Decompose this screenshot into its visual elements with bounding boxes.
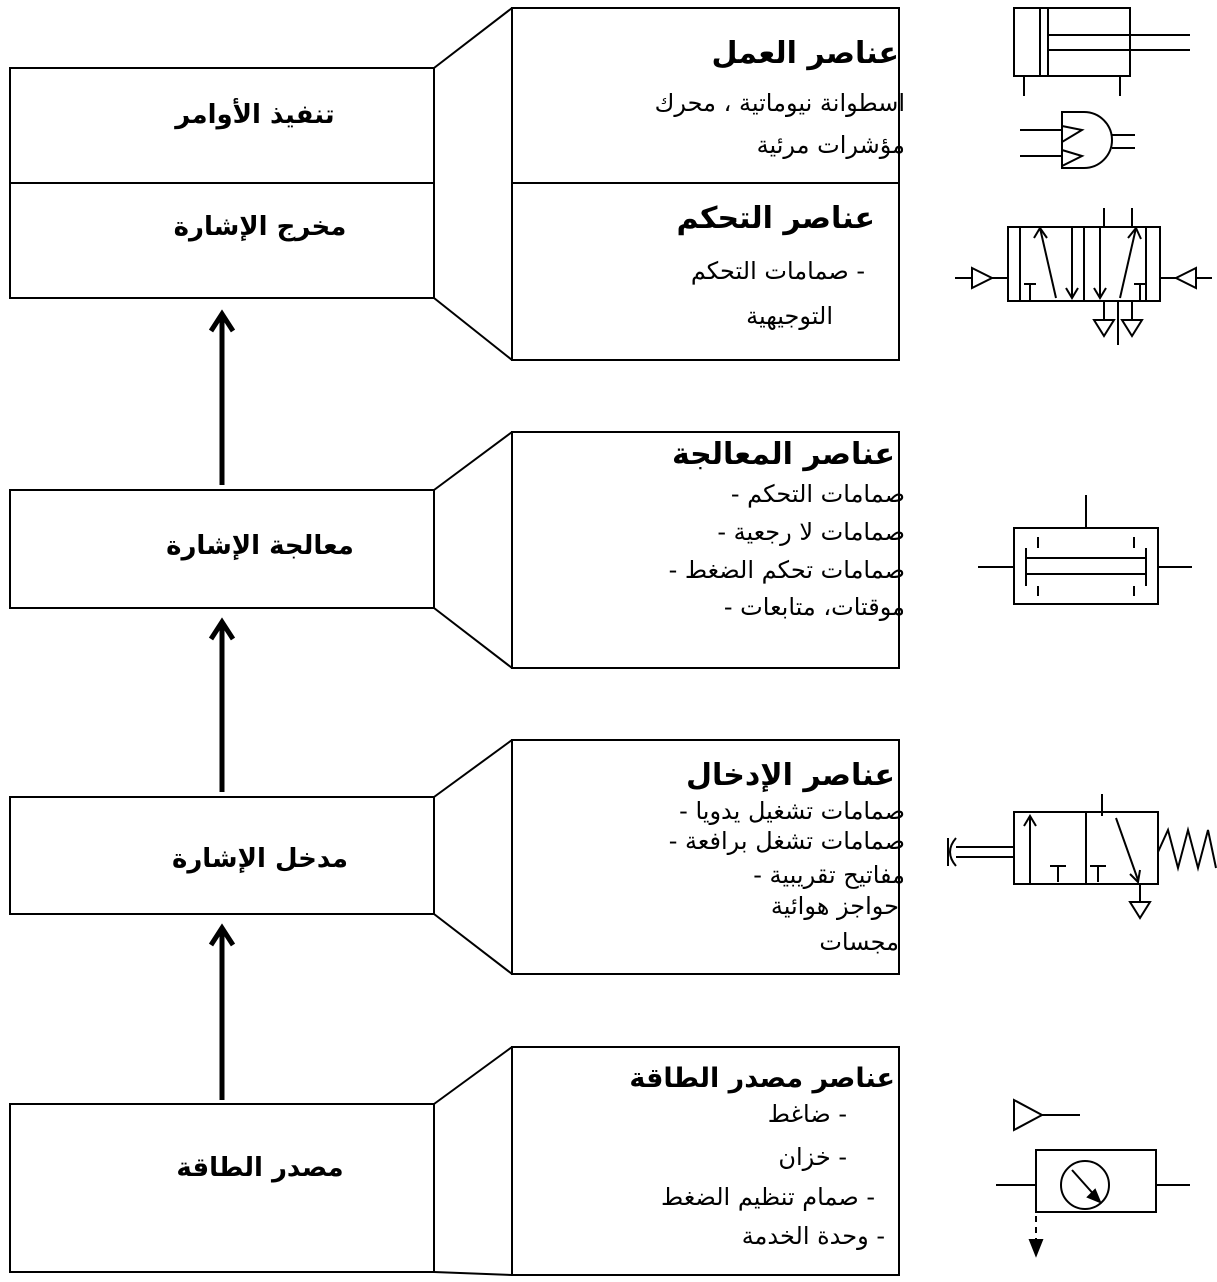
group-item-input-1: صمامات تشغيل يدويا -: [679, 797, 905, 825]
stage-label-processing: معالجة الإشارة: [166, 531, 354, 561]
group-item-control-2: التوجيهية: [746, 302, 833, 330]
stage-label-input: مدخل الإشارة: [171, 844, 349, 874]
group-title-work: عناصر العمل: [711, 36, 899, 71]
stage-label-output: مخرج الإشارة: [173, 212, 347, 242]
cylinder-symbol: [1013, 7, 1190, 96]
group-item-input-3: مفاتيح تقريبية -: [753, 861, 905, 889]
group-item-work-1: اسطوانة نيوماتية ، محرك: [654, 89, 905, 117]
group-item-input-2: صمامات تشغل برافعة -: [668, 827, 905, 855]
group-item-processing-3: صمامات تحكم الضغط -: [668, 556, 905, 584]
group-box-input: [433, 739, 900, 975]
stage-box-processing: [9, 489, 435, 609]
group-item-control-1: - صمامات التحكم: [690, 257, 865, 285]
group-title-energy: عناصر مصدر الطاقة: [629, 1063, 895, 1094]
stage-label-execution: تنفيذ الأوامر: [175, 100, 335, 130]
group-item-input-5: مجسات: [819, 928, 899, 956]
group-item-energy-4: - وحدة الخدمة: [741, 1222, 885, 1250]
flow-arrow: [208, 309, 236, 1100]
group-item-work-2: مؤشرات مرئية: [756, 131, 905, 159]
group-item-energy-2: - خزان: [778, 1143, 847, 1171]
group-item-energy-3: - صمام تنظيم الضغط: [661, 1183, 875, 1211]
group-box-energy: [433, 1046, 900, 1276]
service-unit-symbol: [996, 1149, 1190, 1258]
group-title-processing: عناصر المعالجة: [671, 437, 895, 472]
group-box-processing: [433, 431, 900, 669]
indicator-symbol: [1020, 111, 1135, 169]
group-item-processing-2: صمامات لا رجعية -: [717, 518, 905, 546]
group-item-processing-4: موقتات، متابعات -: [723, 593, 905, 621]
stage-label-energy: مصدر الطاقة: [176, 1153, 344, 1183]
stage-box-execution-output: [9, 67, 435, 299]
input-valve-symbol: [947, 794, 1217, 920]
directional-valve-symbol: [955, 208, 1212, 345]
compressor-symbol: [1013, 1098, 1080, 1132]
group-title-control: عناصر التحكم: [676, 201, 876, 236]
stage-box-input: [9, 796, 435, 915]
group-item-input-4: حواجز هوائية: [770, 892, 899, 920]
stage-box-energy: [9, 1103, 435, 1273]
group-box-work-control: [433, 7, 900, 361]
group-title-input: عناصر الإدخال: [685, 758, 895, 793]
group-item-processing-1: صمامات التحكم -: [730, 480, 905, 508]
group-item-energy-1: - ضاغط: [767, 1100, 847, 1128]
processing-valve-symbol: [978, 495, 1192, 605]
